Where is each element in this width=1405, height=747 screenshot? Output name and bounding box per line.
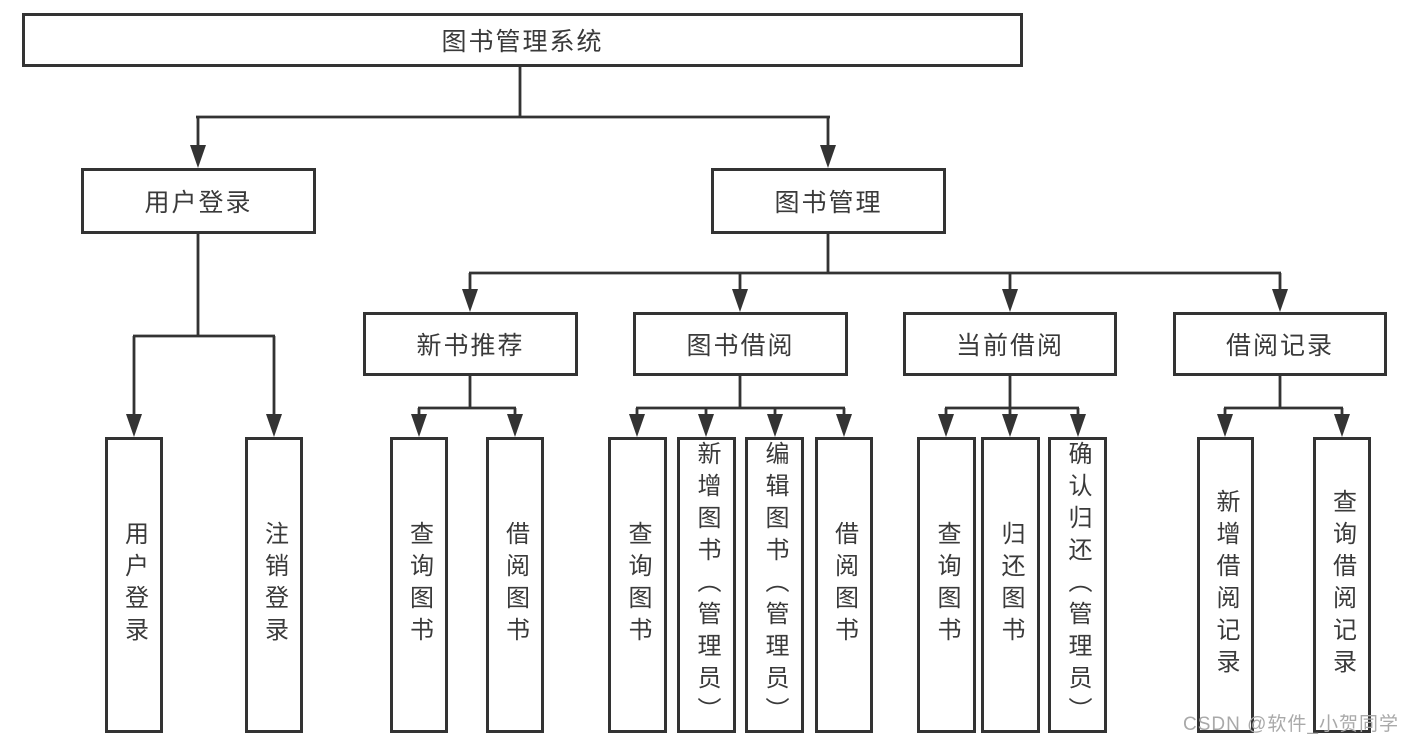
node-current-borrowing: 当前借阅	[903, 312, 1117, 376]
leaf-label: 查询图书	[405, 521, 433, 649]
leaf-add-borrow-record: 新增借阅记录	[1197, 437, 1254, 733]
leaf-logout: 注销登录	[245, 437, 303, 733]
leaf-query-books-current: 查询图书	[917, 437, 976, 733]
csdn-watermark: CSDN @软件_小贺同学	[1183, 714, 1399, 735]
leaf-borrow-books-recommend: 借阅图书	[486, 437, 544, 733]
leaf-label: 确认归还（管理员）	[1064, 441, 1091, 729]
node-label: 借阅记录	[1225, 332, 1334, 360]
leaf-label: 查询图书	[933, 521, 960, 649]
leaf-label: 查询借阅记录	[1328, 489, 1356, 681]
node-new-book-recommend: 新书推荐	[363, 312, 578, 376]
leaf-user-login: 用户登录	[105, 437, 163, 733]
leaf-add-book-admin: 新增图书（管理员）	[677, 437, 736, 733]
leaf-label: 归还图书	[997, 521, 1024, 649]
leaf-label: 新增借阅记录	[1212, 489, 1239, 681]
leaf-label: 注销登录	[260, 521, 288, 649]
node-label: 当前借阅	[955, 332, 1064, 360]
leaf-query-books-recommend: 查询图书	[390, 437, 448, 733]
leaf-label: 编辑图书（管理员）	[761, 441, 788, 729]
leaf-label: 借阅图书	[501, 521, 529, 649]
leaf-query-borrow-record: 查询借阅记录	[1313, 437, 1371, 733]
node-user-login: 用户登录	[81, 168, 316, 234]
node-book-management: 图书管理	[711, 168, 946, 234]
node-label: 新书推荐	[416, 332, 525, 360]
node-book-borrowing: 图书借阅	[633, 312, 848, 376]
leaf-label: 用户登录	[120, 521, 148, 649]
node-root: 图书管理系统	[22, 13, 1023, 67]
leaf-borrow-books-borrowing: 借阅图书	[815, 437, 873, 733]
node-label: 用户登录	[144, 189, 253, 217]
leaf-label: 借阅图书	[830, 521, 858, 649]
node-label: 图书借阅	[686, 332, 795, 360]
leaf-label: 新增图书（管理员）	[693, 441, 720, 729]
leaf-confirm-return-admin: 确认归还（管理员）	[1048, 437, 1107, 733]
node-borrow-records: 借阅记录	[1173, 312, 1387, 376]
node-label: 图书管理	[774, 189, 883, 217]
leaf-return-book: 归还图书	[981, 437, 1040, 733]
leaf-query-books-borrowing: 查询图书	[608, 437, 667, 733]
leaf-edit-book-admin: 编辑图书（管理员）	[745, 437, 804, 733]
node-label: 图书管理系统	[441, 28, 604, 56]
leaf-label: 查询图书	[624, 521, 651, 649]
